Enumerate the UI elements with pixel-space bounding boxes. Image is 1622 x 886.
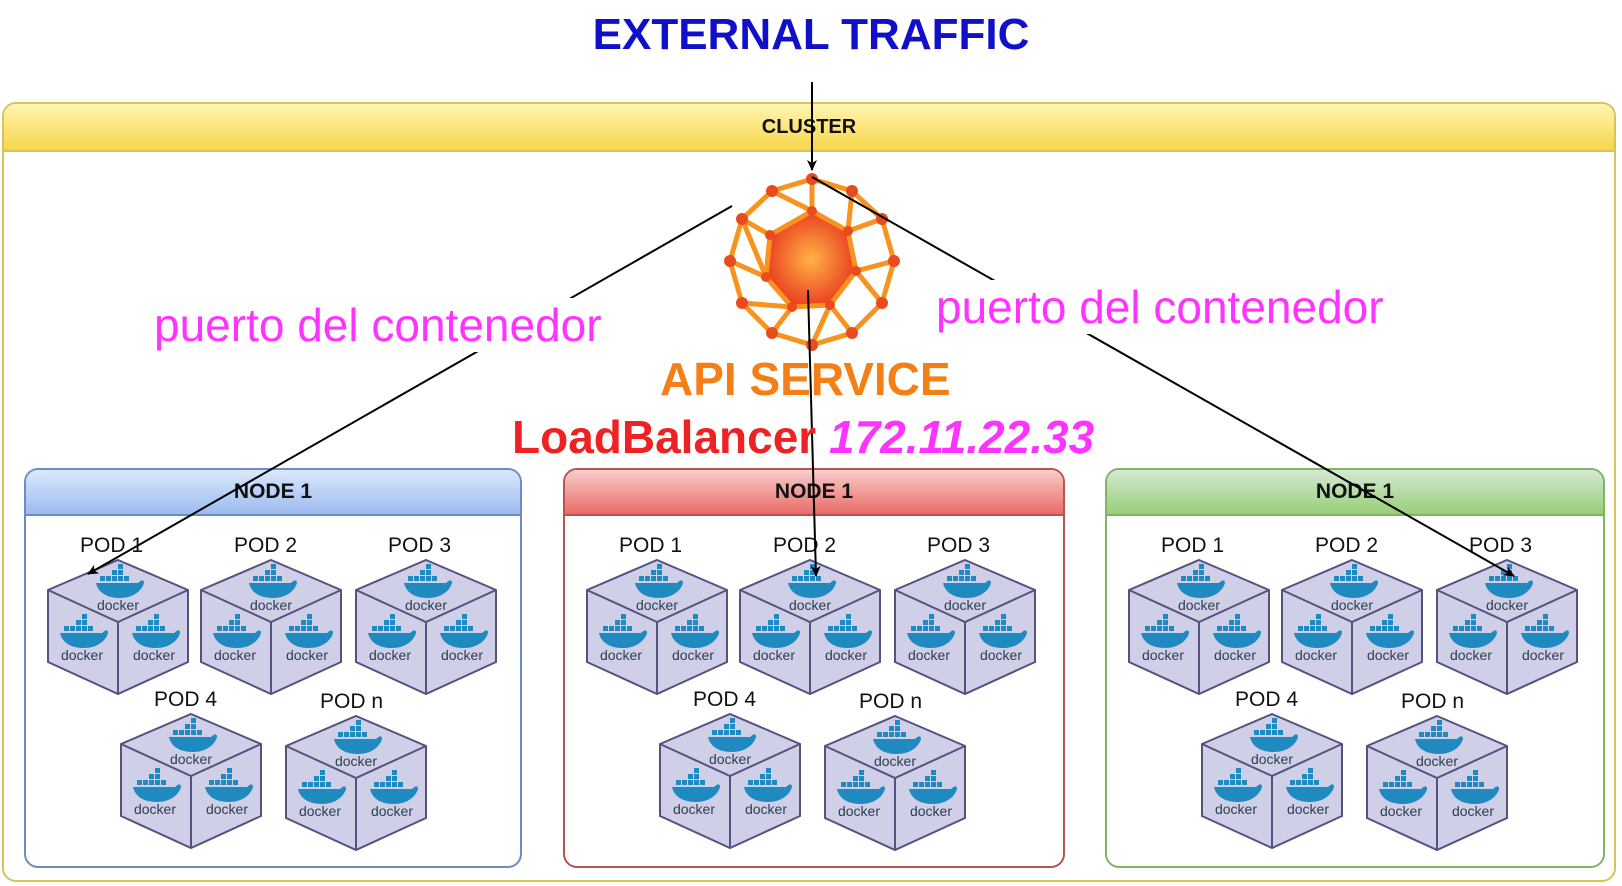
docker-cube-icon: docker docker docker bbox=[738, 558, 882, 701]
svg-text:docker: docker bbox=[286, 647, 328, 663]
svg-text:docker: docker bbox=[134, 801, 176, 817]
svg-text:docker: docker bbox=[789, 597, 831, 613]
arrow-service-to-node2-pod2 bbox=[807, 289, 821, 577]
node-header-1: NODE 1 bbox=[26, 470, 520, 516]
svg-text:docker: docker bbox=[1214, 647, 1256, 663]
pod-label: POD 3 bbox=[1469, 534, 1533, 557]
svg-text:docker: docker bbox=[636, 597, 678, 613]
svg-text:docker: docker bbox=[1450, 647, 1492, 663]
svg-text:docker: docker bbox=[61, 647, 103, 663]
cluster-header: CLUSTER bbox=[4, 104, 1614, 152]
svg-text:docker: docker bbox=[214, 647, 256, 663]
pod-label: POD n bbox=[320, 690, 384, 713]
service-type: LoadBalancer bbox=[512, 411, 817, 463]
svg-text:docker: docker bbox=[1142, 647, 1184, 663]
arrow-service-to-node3-pod3 bbox=[811, 176, 1515, 577]
docker-cube-icon: docker docker docker bbox=[199, 558, 343, 701]
pod-label: POD 2 bbox=[1315, 534, 1379, 557]
pod-label: POD 4 bbox=[693, 688, 757, 711]
svg-text:docker: docker bbox=[1452, 803, 1494, 819]
svg-text:docker: docker bbox=[1522, 647, 1564, 663]
docker-cube-icon: docker docker docker bbox=[354, 558, 498, 701]
pod-label: POD 1 bbox=[619, 534, 683, 557]
svg-text:docker: docker bbox=[753, 647, 795, 663]
api-service-label: API SERVICE bbox=[660, 353, 951, 405]
docker-cube-icon: docker docker docker bbox=[284, 714, 428, 857]
svg-text:docker: docker bbox=[1251, 751, 1293, 767]
svg-text:docker: docker bbox=[709, 751, 751, 767]
svg-text:docker: docker bbox=[369, 647, 411, 663]
docker-cube-icon: docker docker docker bbox=[658, 712, 802, 855]
svg-text:docker: docker bbox=[600, 647, 642, 663]
docker-cube-icon: docker docker docker bbox=[46, 558, 190, 701]
pod-label: POD 4 bbox=[154, 688, 218, 711]
docker-cube-icon: docker docker docker bbox=[585, 558, 729, 701]
svg-text:docker: docker bbox=[910, 803, 952, 819]
svg-text:docker: docker bbox=[206, 801, 248, 817]
node-header-3: NODE 1 bbox=[1107, 470, 1603, 516]
svg-text:docker: docker bbox=[1367, 647, 1409, 663]
pod-label: POD 2 bbox=[234, 534, 298, 557]
svg-text:docker: docker bbox=[825, 647, 867, 663]
pod-label: POD 4 bbox=[1235, 688, 1299, 711]
svg-text:docker: docker bbox=[335, 753, 377, 769]
svg-text:docker: docker bbox=[980, 647, 1022, 663]
pod-label: POD 3 bbox=[388, 534, 452, 557]
pod-label: POD 3 bbox=[927, 534, 991, 557]
pod-label: POD 2 bbox=[773, 534, 837, 557]
svg-text:docker: docker bbox=[1215, 801, 1257, 817]
svg-text:docker: docker bbox=[441, 647, 483, 663]
svg-text:docker: docker bbox=[874, 753, 916, 769]
docker-cube-icon: docker docker docker bbox=[1280, 558, 1424, 701]
svg-text:docker: docker bbox=[672, 647, 714, 663]
svg-text:docker: docker bbox=[1486, 597, 1528, 613]
svg-text:docker: docker bbox=[908, 647, 950, 663]
svg-text:docker: docker bbox=[1416, 753, 1458, 769]
docker-cube-icon: docker docker docker bbox=[1127, 558, 1271, 701]
svg-text:docker: docker bbox=[133, 647, 175, 663]
docker-cube-icon: docker docker docker bbox=[1365, 714, 1509, 857]
svg-text:docker: docker bbox=[97, 597, 139, 613]
svg-text:docker: docker bbox=[250, 597, 292, 613]
docker-cube-icon: docker docker docker bbox=[823, 714, 967, 857]
pod-label: POD n bbox=[1401, 690, 1465, 713]
pod-label: POD n bbox=[859, 690, 923, 713]
svg-text:docker: docker bbox=[371, 803, 413, 819]
port-label-right: puerto del contenedor bbox=[930, 280, 1390, 334]
port-label-left: puerto del contenedor bbox=[148, 298, 608, 352]
svg-text:docker: docker bbox=[1331, 597, 1373, 613]
svg-text:docker: docker bbox=[673, 801, 715, 817]
svg-text:docker: docker bbox=[299, 803, 341, 819]
docker-cube-icon: docker docker docker bbox=[1435, 558, 1579, 701]
pod-label: POD 1 bbox=[1161, 534, 1225, 557]
svg-text:docker: docker bbox=[1295, 647, 1337, 663]
svg-text:docker: docker bbox=[838, 803, 880, 819]
arrow-service-to-node1-pod1 bbox=[87, 205, 733, 575]
svg-text:docker: docker bbox=[1287, 801, 1329, 817]
svg-text:docker: docker bbox=[1380, 803, 1422, 819]
svg-text:docker: docker bbox=[1178, 597, 1220, 613]
docker-cube-icon: docker docker docker bbox=[119, 712, 263, 855]
loadbalancer-label: LoadBalancer 172.11.22.33 bbox=[512, 410, 1094, 464]
svg-text:docker: docker bbox=[944, 597, 986, 613]
svg-text:docker: docker bbox=[405, 597, 447, 613]
cluster-container: CLUSTER bbox=[2, 102, 1616, 882]
docker-cube-icon: docker docker docker bbox=[893, 558, 1037, 701]
svg-text:docker: docker bbox=[170, 751, 212, 767]
external-traffic-title: EXTERNAL TRAFFIC bbox=[592, 10, 1030, 59]
docker-cube-icon: docker docker docker bbox=[1200, 712, 1344, 855]
svg-text:docker: docker bbox=[745, 801, 787, 817]
service-ip: 172.11.22.33 bbox=[829, 411, 1095, 463]
